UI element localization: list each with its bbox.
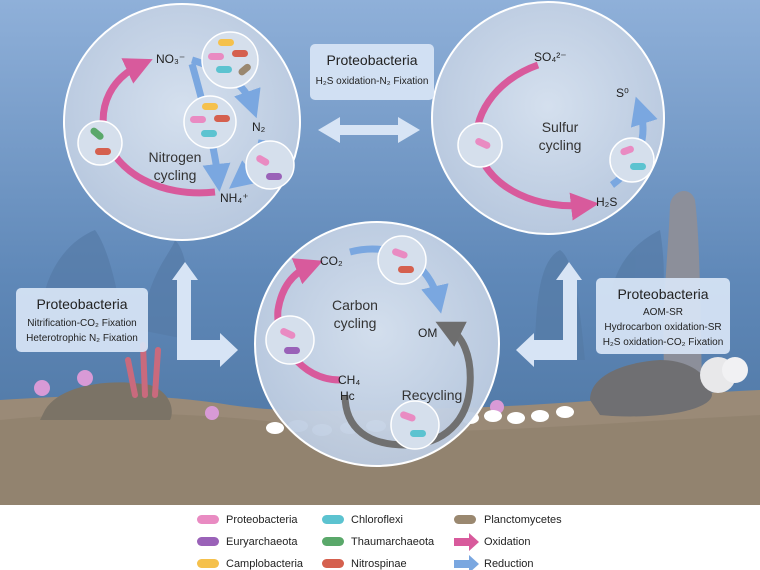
carbon-oxidation-arrow xyxy=(274,258,341,384)
nitrogen-sulfur-double-arrow xyxy=(318,117,420,143)
nitrogen-cycle-label: Nitrogen cycling xyxy=(148,149,202,183)
right-proteobacteria-box: Proteobacteria AOM-SR Hydrocarbon oxidat… xyxy=(596,278,730,354)
left-proteobacteria-box: Proteobacteria Nitrification-CO₂ Fixatio… xyxy=(16,288,148,352)
left-box-line1: Nitrification-CO₂ Fixation xyxy=(27,318,137,329)
right-corner-arrow xyxy=(516,262,582,367)
right-box-line3: H₂S oxidation-CO₂ Fixation xyxy=(602,337,724,348)
legend-reduction: Reduction xyxy=(484,558,534,570)
carbon-cycle-label: Carbon cycling xyxy=(332,297,378,331)
microbe-cells xyxy=(90,39,646,437)
legend-symbols xyxy=(197,515,479,570)
top-box-title: Proteobacteria xyxy=(326,52,418,68)
right-box-line1: AOM-SR xyxy=(643,307,683,318)
rock-left xyxy=(40,382,172,420)
coral xyxy=(125,342,161,398)
rock-right xyxy=(590,360,712,417)
hydrocarbon-label: Hc xyxy=(340,389,355,403)
ammonium-label: NH₄⁺ xyxy=(220,191,249,205)
anemones xyxy=(34,370,504,420)
dinitrogen-label: N₂ xyxy=(252,120,266,134)
legend-thaumarchaeota: Thaumarchaeota xyxy=(351,536,435,548)
right-box-line2: Hydrocarbon oxidation-SR xyxy=(604,322,722,333)
legend-band xyxy=(0,505,760,570)
legend-camplobacteria: Camplobacteria xyxy=(226,558,304,570)
om-label: OM xyxy=(418,326,438,340)
right-box-title: Proteobacteria xyxy=(617,286,709,302)
legend-chloroflexi: Chloroflexi xyxy=(351,514,403,526)
methane-label: CH₄ xyxy=(338,373,361,387)
legend-euryarchaeota: Euryarchaeota xyxy=(226,536,298,548)
left-box-line2: Heterotrophic N₂ Fixation xyxy=(26,333,138,344)
sulfate-label: SO₄²⁻ xyxy=(534,50,567,64)
hydrogen-sulfide-label: H₂S xyxy=(596,195,618,209)
legend-oxidation: Oxidation xyxy=(484,536,531,548)
co2-label: CO₂ xyxy=(320,254,343,268)
top-box-line1: H₂S oxidation-N₂ Fixation xyxy=(315,76,429,87)
legend-proteobacteria: Proteobacteria xyxy=(226,514,298,526)
legend-planctomycetes: Planctomycetes xyxy=(484,514,562,526)
recycling-arrow xyxy=(341,321,474,449)
recycling-label: Recycling xyxy=(401,387,463,403)
sulfur-cycle-label: Sulfur cycling xyxy=(538,119,582,153)
left-corner-arrow xyxy=(172,262,238,367)
nitrate-label: NO₃⁻ xyxy=(156,52,186,66)
elemental-sulfur-label: S⁰ xyxy=(616,86,629,100)
legend-nitrospinae: Nitrospinae xyxy=(351,558,407,570)
left-box-title: Proteobacteria xyxy=(36,296,128,312)
top-proteobacteria-box: Proteobacteria H₂S oxidation-N₂ Fixation xyxy=(310,44,434,100)
